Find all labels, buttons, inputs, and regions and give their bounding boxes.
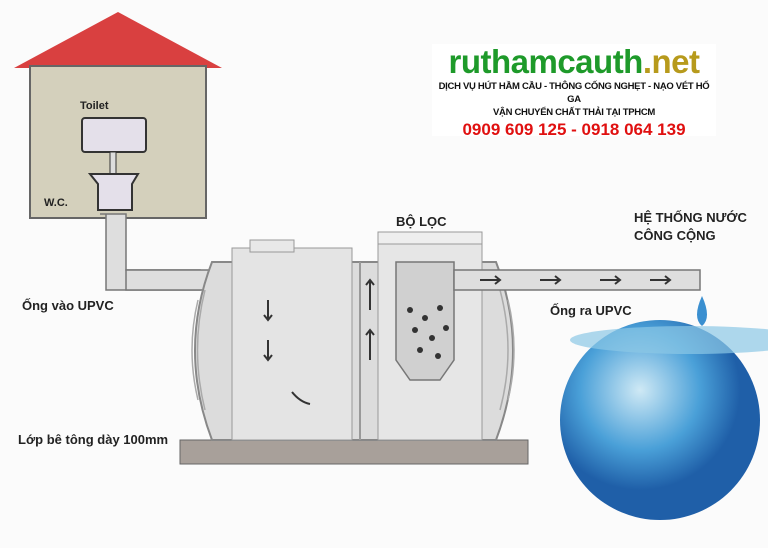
house-roof bbox=[14, 12, 222, 68]
water-globe bbox=[560, 320, 760, 520]
toilet-tank bbox=[81, 117, 147, 153]
site-main: ruthamcauth bbox=[448, 43, 643, 80]
outlet-pipe bbox=[453, 269, 701, 291]
toilet-bowl bbox=[87, 173, 140, 211]
site-tld: .net bbox=[642, 43, 700, 80]
outlet-pipe-label: Ống ra UPVC bbox=[550, 303, 632, 318]
public-water-label-2: CÔNG CỘNG bbox=[634, 228, 716, 243]
concrete-base bbox=[179, 439, 529, 465]
services-line1: DỊCH VỤ HÚT HẦM CẦU - THÔNG CỐNG NGHẸT -… bbox=[438, 81, 710, 105]
phone-numbers: 0909 609 125 - 0918 064 139 bbox=[462, 120, 686, 139]
public-water-label-1: HỆ THỐNG NƯỚC bbox=[634, 210, 747, 225]
advertisement-banner: ruthamcauth.net DỊCH VỤ HÚT HẦM CẦU - TH… bbox=[432, 44, 716, 139]
site-name: ruthamcauth.net bbox=[432, 44, 716, 80]
concrete-layer-label: Lớp bê tông dày 100mm bbox=[18, 432, 169, 447]
toilet-label: Toilet bbox=[80, 100, 109, 112]
water-drop-icon bbox=[697, 296, 707, 326]
filter-label: BỘ LỌC bbox=[396, 214, 447, 229]
services-line2: VẬN CHUYỂN CHẤT THẢI TẠI TPHCM bbox=[493, 107, 655, 118]
wc-label: W.C. bbox=[44, 197, 68, 209]
inlet-pipe-label: Ống vào UPVC bbox=[22, 298, 114, 313]
